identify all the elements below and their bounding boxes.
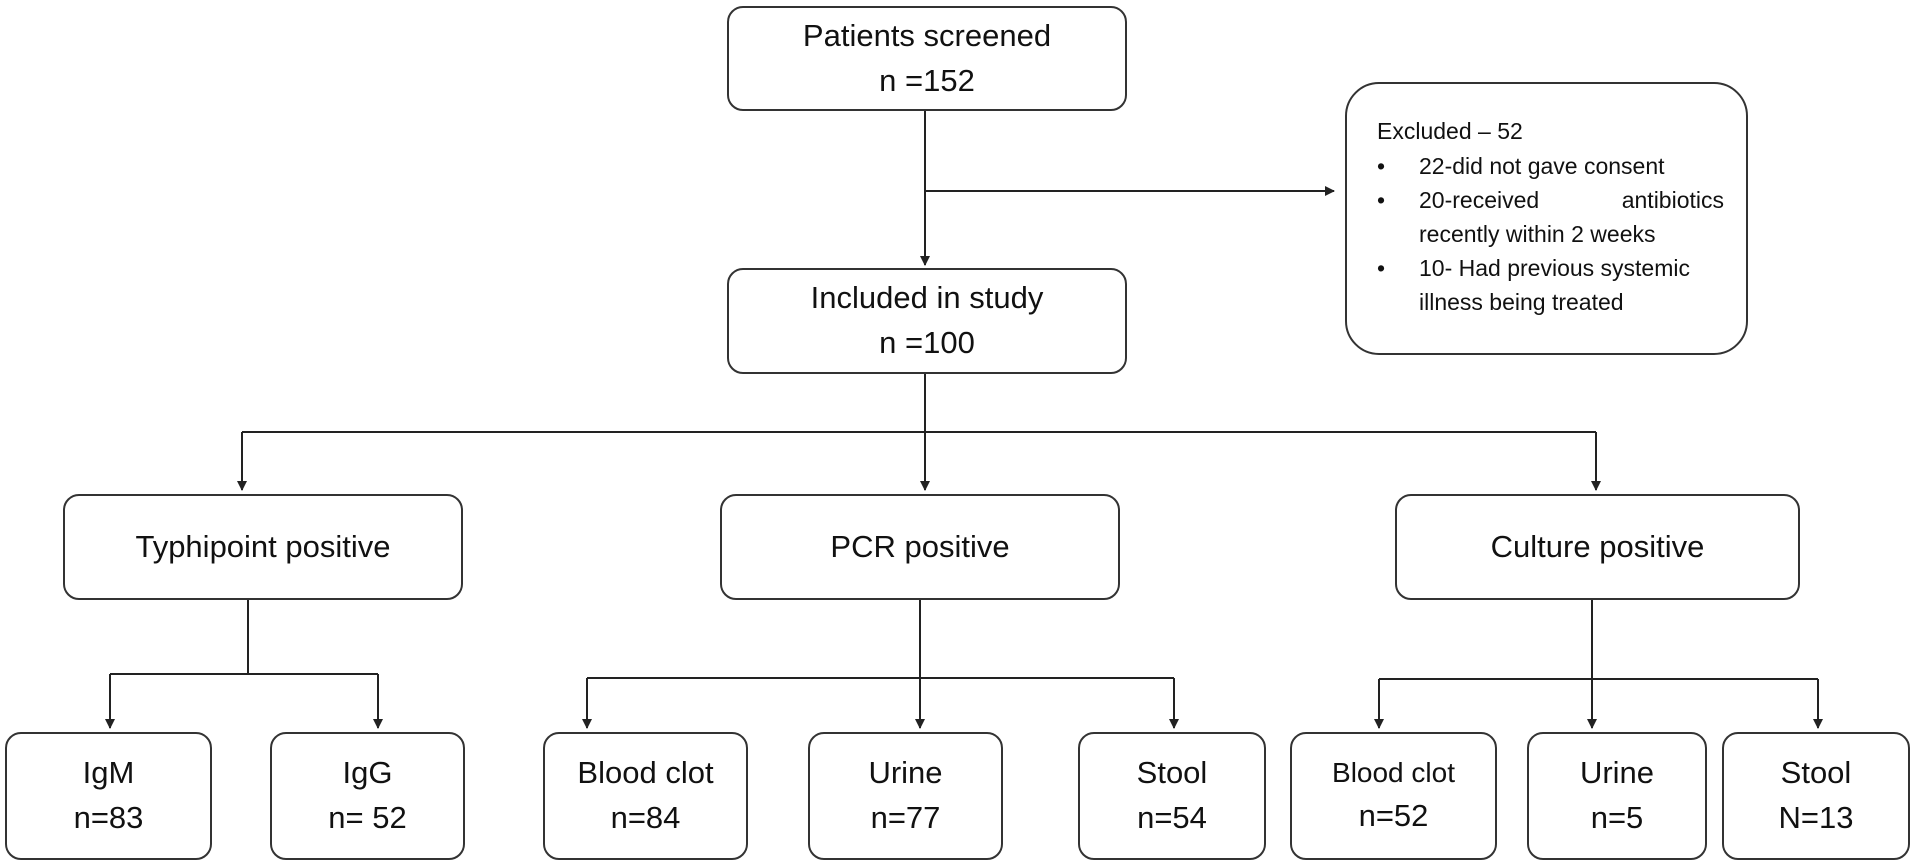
included-in-study-box: Included in study n =100 xyxy=(727,268,1127,374)
pcr-urine-count: n=77 xyxy=(870,800,941,835)
pcr-stool-label: Stool xyxy=(1136,755,1208,791)
culture-stool-box: Stool N=13 xyxy=(1722,732,1910,860)
excluded-reasons-list: 22-did not gave consent 20-received anti… xyxy=(1377,149,1724,319)
included-label: Included in study xyxy=(810,280,1044,316)
pcr-positive-box: PCR positive xyxy=(720,494,1120,600)
culture-positive-box: Culture positive xyxy=(1395,494,1800,600)
pcr-stool-box: Stool n=54 xyxy=(1078,732,1266,860)
patients-screened-count: n =152 xyxy=(879,62,975,98)
culture-blood-clot-label: Blood clot xyxy=(1332,757,1455,789)
included-count: n =100 xyxy=(879,325,975,360)
excluded-reason-item: 22-did not gave consent xyxy=(1377,149,1724,183)
excluded-box: Excluded – 52 22-did not gave consent 20… xyxy=(1345,82,1748,355)
igg-box: IgG n= 52 xyxy=(270,732,465,860)
excluded-title: Excluded – 52 xyxy=(1377,118,1523,144)
culture-label: Culture positive xyxy=(1490,528,1705,564)
igm-box: IgM n=83 xyxy=(5,732,212,860)
pcr-blood-clot-label: Blood clot xyxy=(577,755,714,791)
typhipoint-label: Typhipoint positive xyxy=(135,528,391,564)
pcr-label: PCR positive xyxy=(830,528,1010,564)
culture-stool-count: N=13 xyxy=(1778,800,1854,835)
pcr-urine-label: Urine xyxy=(868,755,943,791)
culture-blood-clot-box: Blood clot n=52 xyxy=(1290,732,1497,860)
typhipoint-positive-box: Typhipoint positive xyxy=(63,494,463,600)
pcr-blood-clot-box: Blood clot n=84 xyxy=(543,732,748,860)
patients-screened-box: Patients screened n =152 xyxy=(727,6,1127,111)
culture-urine-box: Urine n=5 xyxy=(1527,732,1707,860)
culture-urine-label: Urine xyxy=(1579,755,1655,791)
patients-screened-label: Patients screened xyxy=(802,17,1052,53)
culture-stool-label: Stool xyxy=(1780,755,1852,791)
igm-count: n=83 xyxy=(73,800,144,835)
culture-urine-count: n=5 xyxy=(1590,800,1644,835)
excluded-reason-item: 20-received antibiotics recently within … xyxy=(1377,183,1724,251)
pcr-urine-box: Urine n=77 xyxy=(808,732,1003,860)
culture-blood-clot-count: n=52 xyxy=(1358,797,1429,833)
igg-label: IgG xyxy=(342,755,393,791)
pcr-blood-clot-count: n=84 xyxy=(610,800,681,835)
igg-count: n= 52 xyxy=(328,800,407,835)
excluded-reason-item: 10- Had previous systemic illness being … xyxy=(1377,251,1724,319)
igm-label: IgM xyxy=(82,755,135,791)
pcr-stool-count: n=54 xyxy=(1137,800,1207,835)
